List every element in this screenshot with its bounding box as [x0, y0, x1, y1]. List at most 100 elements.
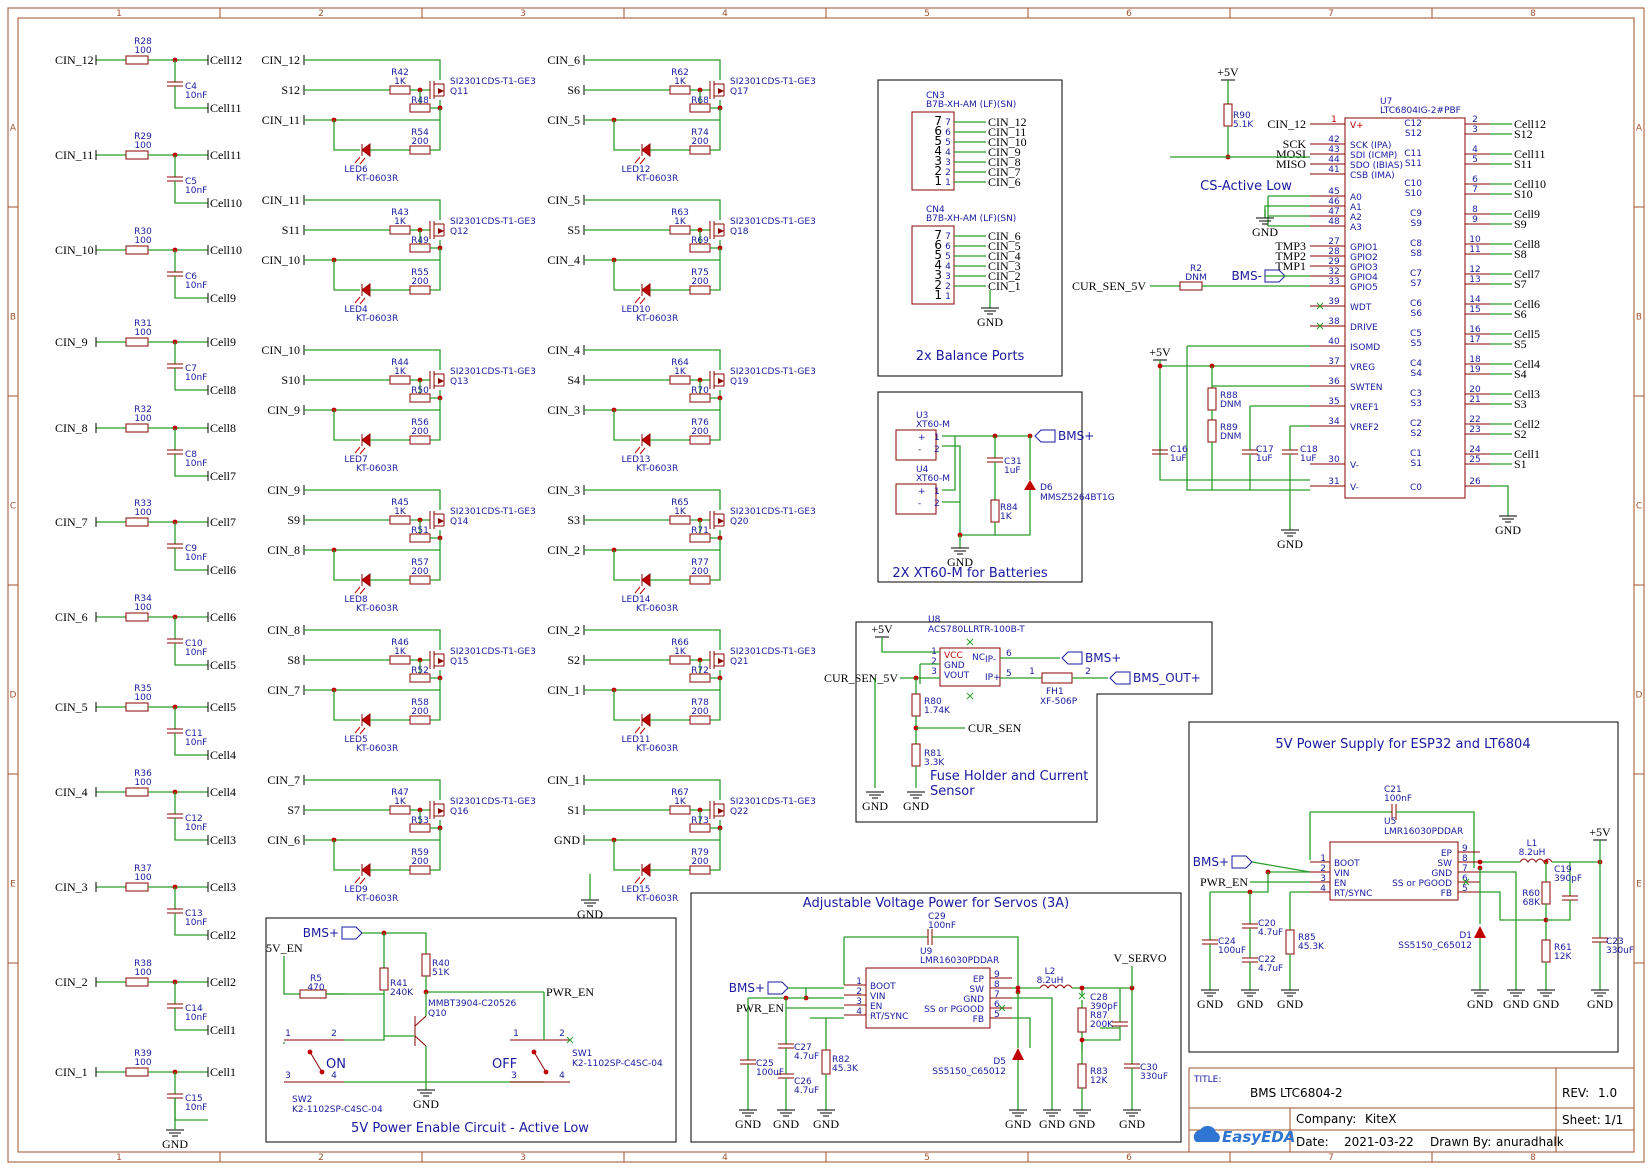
ic-pin-name: EN [1334, 879, 1346, 889]
ground-label: GND [1005, 1117, 1031, 1131]
switch-icon [309, 1051, 323, 1073]
ic-pin-number: 40 [1328, 337, 1340, 347]
ic-pin-number: 32 [1328, 267, 1339, 277]
filter-cell-label: Cell10 [210, 243, 242, 257]
balance-bottom-net: CIN_1 [547, 683, 580, 697]
zener-ref: D6 [1040, 483, 1053, 493]
resistor [409, 575, 431, 585]
ic-pin-number: 1 [1331, 115, 1337, 125]
inductor-value: 8.2uH [1519, 848, 1546, 858]
ic-pin-name: C9 [1410, 209, 1422, 219]
switch-ref: SW1 [572, 1049, 592, 1059]
wire [613, 120, 640, 151]
led-resistor-value: 200 [691, 707, 708, 717]
ic-pin-number: 2 [856, 987, 862, 997]
led-ref: LED15 [621, 885, 650, 895]
connector-net: CIN_3 [988, 259, 1021, 273]
ground-label: GND [413, 1097, 439, 1111]
capacitor-ref: C16 [1170, 445, 1188, 455]
connector-pin-number: 2 [934, 278, 942, 292]
filter-cin-label: CIN_9 [55, 335, 88, 349]
led-resistor-ref: R57 [411, 558, 429, 568]
wire [584, 779, 721, 800]
net-label: PWR_EN [736, 1001, 784, 1015]
resistor-value: 200K [1090, 1020, 1114, 1030]
wire [1159, 360, 1310, 481]
fuse-holder [1041, 672, 1073, 684]
led-resistor-value: 200 [691, 857, 708, 867]
ic-s-net: S11 [1514, 157, 1532, 171]
filter-cin-label: CIN_11 [55, 148, 93, 162]
balance-s-net: S6 [567, 83, 580, 97]
capacitor-ref: C9 [185, 544, 197, 554]
wire [362, 932, 427, 954]
capacitor-value: 10nF [185, 823, 207, 833]
ic-ref: U5 [1384, 817, 1396, 827]
ic-pin-number: 2 [931, 657, 937, 667]
zener-part: MMSZ5264BT1G [1040, 493, 1115, 503]
ic-pin-number: 20 [1469, 385, 1481, 395]
connector-net: CIN_9 [988, 145, 1021, 159]
diode-part: SS5150_C65012 [932, 1067, 1006, 1077]
mosfet-part: SI2301CDS-T1-GE3 [730, 797, 816, 807]
gate-resistor-ref: R63 [671, 208, 689, 218]
mosfet-icon [718, 378, 724, 384]
ic-pin-name: SWTEN [1350, 383, 1383, 393]
drawn-label: Drawn By: [1430, 1135, 1491, 1149]
resistor [669, 805, 691, 815]
ic-pin-number: 7 [1462, 864, 1468, 874]
balance-bottom-net: CIN_11 [262, 113, 300, 127]
sense-resistor-ref: R69 [691, 236, 709, 246]
frame-column-label: 2 [318, 9, 324, 19]
capacitor-ref: C27 [794, 1043, 812, 1053]
led-ref: LED7 [344, 455, 367, 465]
ic-cell-net: Cell3 [1514, 387, 1540, 401]
sense-resistor-ref: R68 [691, 96, 709, 106]
resistor-value: 100 [134, 414, 151, 424]
gate-resistor-value: 1K [394, 797, 407, 807]
mosfet-icon [718, 658, 724, 664]
mosfet-icon [718, 518, 724, 524]
frame-column-label: 1 [116, 9, 122, 19]
resistor-ref: R40 [432, 959, 450, 969]
ground-label: GND [1252, 225, 1278, 239]
resistor-value: 5.1K [1233, 120, 1254, 130]
mosfet-icon [718, 228, 724, 234]
xt60-pin: 2 [934, 445, 940, 455]
net-port-label: BMS_OUT+ [1133, 671, 1201, 685]
resistor [821, 1049, 831, 1075]
balance-top-net: CIN_10 [261, 343, 300, 357]
supply5v-box [1188, 721, 1619, 1053]
wire [1546, 900, 1571, 921]
led-resistor-ref: R76 [691, 418, 709, 428]
mosfet-ref: Q19 [730, 377, 749, 387]
connector-net: CIN_4 [988, 249, 1021, 263]
gate-resistor-value: 1K [674, 77, 687, 87]
filter-cell-label: Cell1 [210, 1023, 236, 1037]
ic-pin-name: CSB (IMA) [1350, 171, 1395, 181]
led-part: KT-0603R [356, 894, 398, 904]
ic-pin-net: TMP2 [1275, 249, 1306, 263]
balance-ports-box [877, 79, 1063, 377]
gate-resistor-value: 1K [394, 647, 407, 657]
led-icon [361, 713, 371, 727]
mosfet-icon [438, 88, 444, 94]
resistor-ref: R31 [134, 319, 152, 329]
gate-resistor-ref: R47 [391, 788, 409, 798]
connector-pin-number: 7 [934, 114, 942, 128]
balance-bottom-net: CIN_2 [547, 543, 580, 557]
connector-pin-number: 4 [934, 258, 942, 272]
wire [174, 913, 208, 936]
resistor [990, 499, 1000, 523]
filter-cell-label: Cell4 [210, 785, 236, 799]
frame-column-label: 7 [1328, 1153, 1334, 1163]
ground-label: GND [862, 799, 888, 813]
gate-resistor-ref: R66 [671, 638, 689, 648]
capacitor-ref: C30 [1140, 1063, 1158, 1073]
mosfet-icon [438, 518, 444, 524]
balance-bottom-net: CIN_8 [267, 543, 300, 557]
ic-pin-name: A2 [1350, 213, 1362, 223]
mosfet-ref: Q21 [730, 657, 749, 667]
balance-bottom-net: CIN_10 [261, 253, 300, 267]
connector-part: XT60-M [916, 474, 950, 484]
